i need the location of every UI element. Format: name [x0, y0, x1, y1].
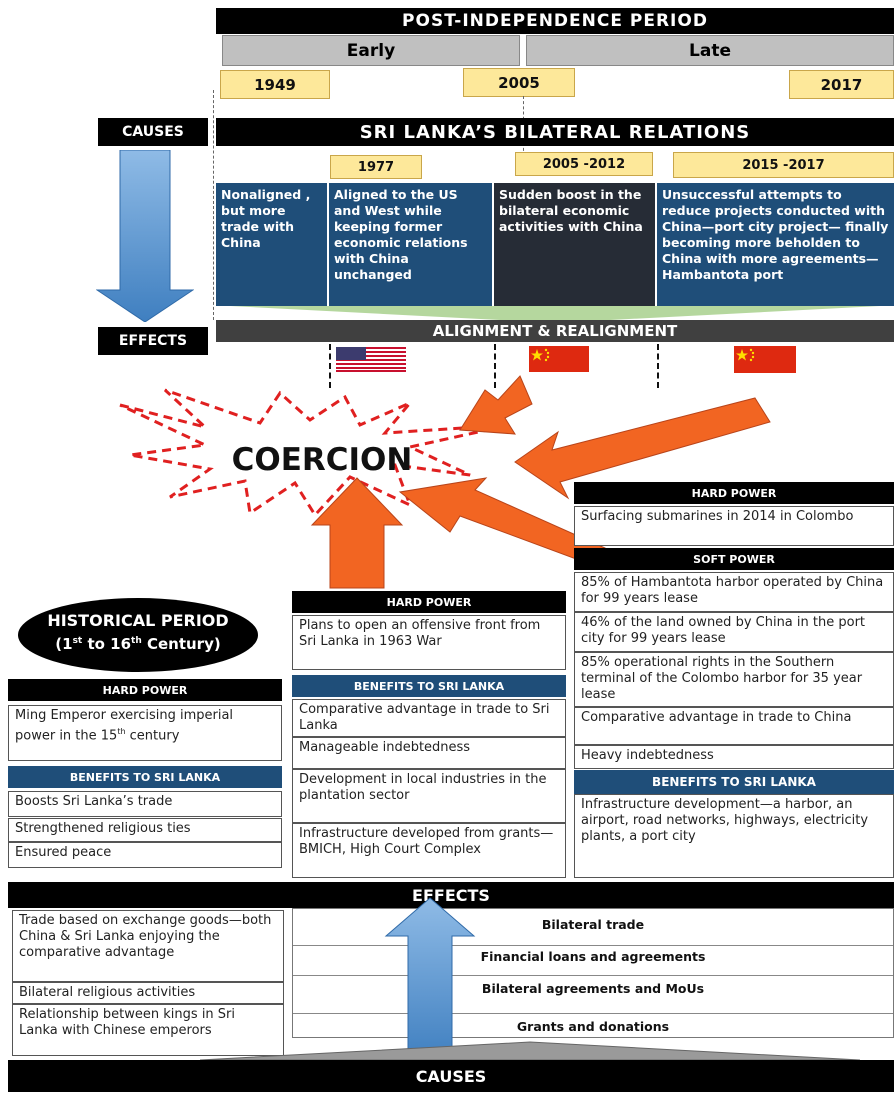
- early-label: Early: [222, 35, 520, 66]
- causes-rows-box: Bilateral trade Financial loans and agre…: [292, 908, 894, 1038]
- right-soft-power-header: SOFT POWER: [574, 548, 894, 570]
- coercion-burst-icon: [119, 388, 511, 518]
- china-flag-icon: [734, 346, 796, 373]
- middle-benefit: Manageable indebtedness: [292, 737, 566, 769]
- right-hard-power-item: Surfacing submarines in 2014 in Colombo: [574, 506, 894, 546]
- middle-hard-power-header: HARD POWER: [292, 591, 566, 613]
- effects-label: EFFECTS: [98, 327, 208, 355]
- middle-benefit: Development in local industries in the p…: [292, 769, 566, 823]
- historical-benefits-header: BENEFITS TO SRI LANKA: [8, 766, 282, 788]
- alignment-connector: [230, 306, 880, 320]
- late-label: Late: [526, 35, 894, 66]
- historical-period-badge: HISTORICAL PERIOD (1st to 16th Century): [18, 598, 258, 672]
- coercion-label: COERCION: [231, 442, 413, 478]
- soft-power-item: 85% operational rights in the Southern t…: [574, 652, 894, 707]
- year-2017: 2017: [789, 70, 894, 99]
- divider-2015: [657, 344, 659, 388]
- divider-2005: [494, 344, 496, 388]
- divider-1977: [329, 344, 331, 388]
- period-2005-2012: 2005 -2012: [515, 152, 653, 176]
- cause-row-financial-loans: Financial loans and agreements: [480, 949, 706, 964]
- bottom-effects-bar: EFFECTS: [8, 882, 894, 908]
- soft-power-item: Comparative advantage in trade to China: [574, 707, 894, 745]
- historical-hard-power-item: Ming Emperor exercising imperial power i…: [8, 705, 282, 761]
- middle-hard-power-item: Plans to open an offensive front from Sr…: [292, 615, 566, 670]
- relations-title: SRI LANKA’S BILATERAL RELATIONS: [216, 118, 894, 146]
- cause-row-grants: Grants and donations: [516, 1019, 670, 1034]
- us-flag-icon: [336, 347, 406, 372]
- phase-unsuccessful-attempts: Unsuccessful attempts to reduce projects…: [657, 183, 894, 306]
- left-effect: Relationship between kings in Sri Lanka …: [12, 1004, 284, 1056]
- up-arrow-middle: [310, 477, 404, 589]
- historical-benefit: Strengthened religious ties: [8, 818, 282, 842]
- right-hard-power-header: HARD POWER: [574, 482, 894, 504]
- year-1949: 1949: [220, 70, 330, 99]
- causes-label: CAUSES: [98, 118, 208, 146]
- post-independence-title: POST-INDEPENDENCE PERIOD: [216, 8, 894, 34]
- right-benefit-item: Infrastructure development—a harbor, an …: [574, 794, 894, 878]
- right-benefits-header: BENEFITS TO SRI LANKA: [574, 770, 894, 794]
- middle-benefits-header: BENEFITS TO SRI LANKA: [292, 675, 566, 697]
- historical-benefit: Boosts Sri Lanka’s trade: [8, 791, 282, 817]
- timeline-guide-left: [213, 90, 214, 320]
- bottom-causes-bar: CAUSES: [8, 1060, 894, 1092]
- historical-benefit: Ensured peace: [8, 842, 282, 868]
- arrow-from-2015: [514, 397, 771, 500]
- causes-to-effects-up-arrow: [384, 897, 476, 1062]
- period-1977: 1977: [330, 155, 422, 179]
- historical-hard-power-header: HARD POWER: [8, 679, 282, 701]
- orange-arrows: [310, 375, 771, 589]
- arrow-from-2005: [459, 375, 533, 435]
- period-2015-2017: 2015 -2017: [673, 152, 894, 178]
- cause-row-bilateral-trade: Bilateral trade: [541, 917, 645, 932]
- year-2005: 2005: [463, 68, 575, 97]
- cause-row-agreements: Bilateral agreements and MoUs: [481, 981, 705, 996]
- middle-benefit: Infrastructure developed from grants—BMI…: [292, 823, 566, 878]
- left-effect: Trade based on exchange goods—both China…: [12, 910, 284, 982]
- china-flag-icon: [529, 346, 589, 372]
- soft-power-item: 46% of the land owned by China in the po…: [574, 612, 894, 652]
- phase-aligned-us-west: Aligned to the US and West while keeping…: [329, 183, 492, 306]
- soft-power-item: 85% of Hambantota harbor operated by Chi…: [574, 572, 894, 612]
- alignment-realignment-bar: ALIGNMENT & REALIGNMENT: [216, 320, 894, 342]
- phase-sudden-boost: Sudden boost in the bilateral economic a…: [494, 183, 655, 306]
- phase-nonaligned: Nonaligned , but more trade with China: [216, 183, 327, 306]
- historical-range: (1st to 16th Century): [55, 635, 221, 653]
- left-effect: Bilateral religious activities: [12, 982, 284, 1004]
- causes-to-effects-arrow: [96, 150, 194, 322]
- middle-benefit: Comparative advantage in trade to Sri La…: [292, 699, 566, 737]
- historical-title: HISTORICAL PERIOD: [47, 611, 229, 630]
- causes-base-triangle: [200, 1041, 860, 1061]
- soft-power-item: Heavy indebtedness: [574, 745, 894, 769]
